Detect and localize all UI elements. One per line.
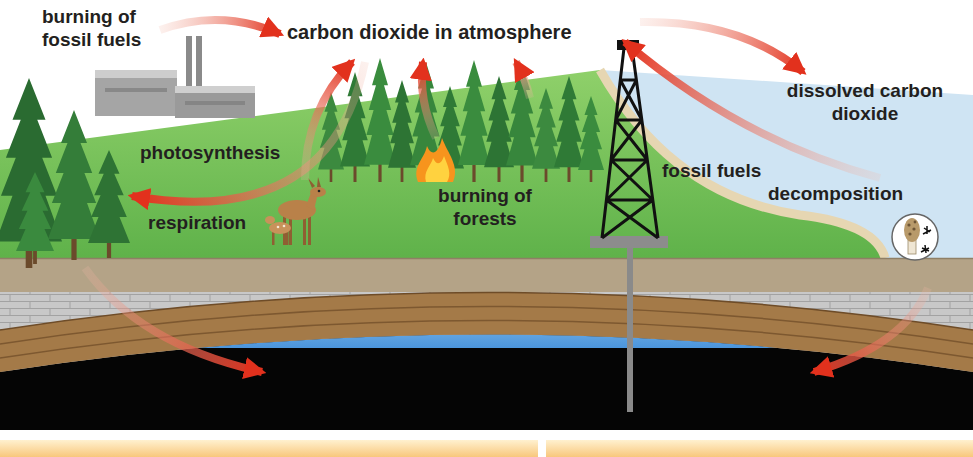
fire-icon	[416, 138, 455, 182]
factory-icon	[196, 36, 202, 86]
ground-layers	[0, 293, 973, 373]
decomposer-icon	[904, 218, 920, 242]
deer-icon	[308, 215, 311, 245]
ground-layers	[0, 70, 973, 457]
reservoir-label: fossil fuels	[662, 160, 761, 183]
forest-trees	[484, 76, 514, 182]
process-label: burning of fossil fuels	[42, 6, 167, 52]
carbon-flow-arrows	[85, 20, 928, 372]
oil-derrick	[602, 48, 658, 238]
deer-icon	[265, 216, 275, 224]
forest-trees	[88, 150, 130, 258]
carbon-flow-arrows	[132, 62, 365, 202]
decomposer-icon	[892, 214, 938, 260]
factory-icon	[185, 101, 245, 105]
carbon-flow-arrows	[640, 22, 803, 72]
deer-icon	[283, 225, 286, 228]
process-label: photosynthesis	[140, 142, 280, 165]
factory-icon	[95, 70, 177, 116]
decomposer-icon	[923, 226, 931, 234]
carbon-flow-arrows	[85, 268, 262, 372]
ground-layers	[0, 292, 973, 432]
factory-icon	[175, 86, 255, 118]
ground-layers	[0, 430, 973, 440]
deer-icon	[318, 190, 321, 193]
process-label: burning of forests	[425, 185, 545, 231]
carbon-flow-arrows	[516, 62, 530, 98]
forest-trees	[578, 96, 604, 182]
process-label: respiration	[148, 212, 246, 235]
ground-layers	[0, 258, 973, 260]
carbon-flow-arrows	[422, 62, 436, 138]
forest-trees	[16, 172, 54, 264]
decomposer-icon	[892, 214, 938, 260]
deer-icon	[277, 226, 280, 229]
decomposer-icon	[907, 223, 910, 226]
carbon-flow-arrows	[305, 62, 352, 180]
decomposer-icon	[921, 245, 929, 253]
decomposer-icon	[912, 227, 915, 230]
factory-icon	[95, 70, 177, 78]
deer-icon	[308, 178, 315, 188]
factory-icon	[186, 36, 192, 86]
ground-layers	[538, 430, 546, 457]
forest-trees	[388, 80, 416, 182]
deer-icon	[269, 222, 291, 234]
reservoir-label: carbon dioxide in atmosphere	[287, 20, 572, 44]
deer-icon	[303, 215, 306, 245]
factory-icon	[175, 86, 255, 93]
ground-layers	[0, 258, 973, 292]
carbon-flow-arrows	[160, 20, 280, 34]
oil-derrick	[627, 248, 633, 412]
decomposer-icon	[908, 232, 911, 235]
fire-icon	[425, 156, 449, 182]
forest-trees	[532, 88, 560, 182]
process-label: decomposition	[768, 183, 903, 206]
ground-layers	[0, 440, 973, 457]
factory-icon	[105, 88, 167, 92]
forest-trees	[0, 58, 604, 268]
decomposer-icon	[914, 221, 917, 224]
fire-icon	[416, 138, 455, 182]
reservoir-label: dissolved carbon dioxide	[785, 80, 945, 126]
carbon-flow-arrows	[814, 288, 928, 372]
oil-derrick	[590, 40, 668, 412]
deer-icon	[310, 187, 326, 197]
deer-icon	[317, 177, 321, 187]
forest-trees	[0, 78, 62, 268]
